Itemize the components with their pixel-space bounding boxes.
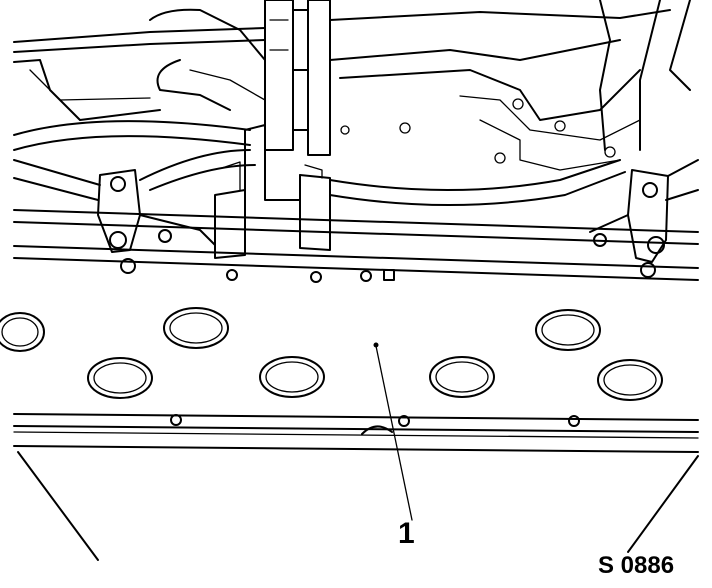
upper-frame-assembly — [13, 0, 691, 206]
panel-hole — [259, 356, 325, 398]
panel-hole — [163, 307, 229, 349]
panel-hole — [597, 359, 663, 401]
right-mounting-bracket — [589, 159, 699, 278]
callout-1-leader — [375, 345, 413, 521]
panel-hole — [535, 309, 601, 351]
underbody-panel — [0, 307, 699, 561]
cross-member-rail — [13, 209, 699, 283]
panel-hole — [429, 356, 495, 398]
left-mounting-bracket — [13, 159, 216, 274]
callout-label-1: 1 — [398, 517, 415, 550]
figure-reference-code: S 0886 — [598, 552, 675, 579]
panel-hole — [87, 357, 153, 399]
